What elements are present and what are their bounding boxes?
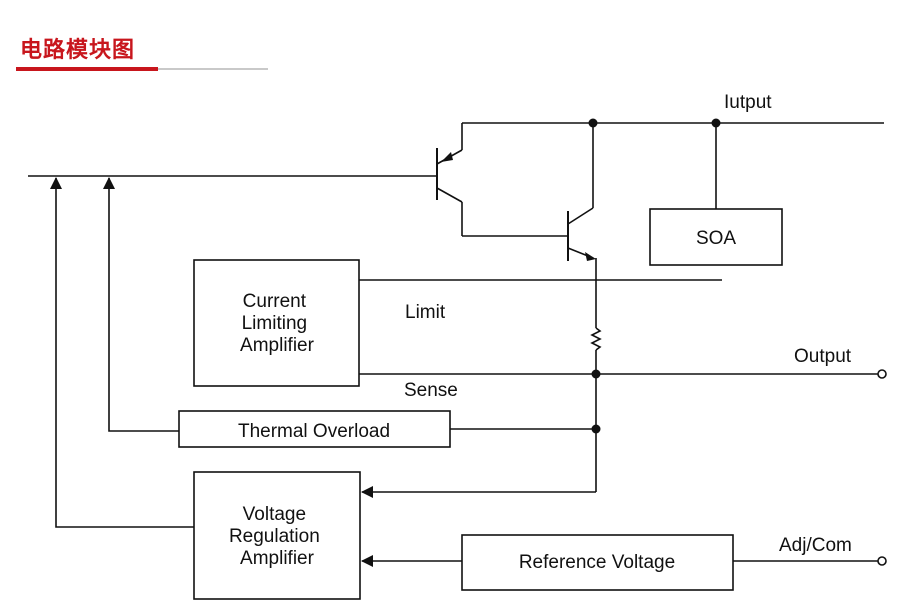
sense-resistor-icon: [590, 327, 602, 351]
sense-label: Sense: [404, 380, 458, 401]
page-title: 电路模块图: [20, 38, 136, 63]
soa-block: [649, 208, 783, 266]
limit-label: Limit: [405, 302, 446, 323]
adj-com-terminal-icon: [877, 556, 887, 566]
reference-voltage-block: [461, 534, 734, 591]
voltage-regulation-amplifier-label: Voltage Regulation Amplifier: [229, 504, 325, 569]
input-label: Iutput: [724, 92, 772, 113]
soa-label: SOA: [696, 228, 736, 249]
title-underline-accent: [16, 67, 158, 71]
current-limiting-amplifier-label: Current Limiting Amplifier: [240, 291, 315, 356]
regulation-feedback-wire: [50, 177, 194, 528]
junction-dot: [591, 424, 601, 434]
current-limiting-amplifier-block: [193, 259, 360, 387]
adj-com-label: Adj/Com: [779, 535, 852, 556]
thermal-overload-label: Thermal Overload: [238, 421, 390, 442]
output-terminal-icon: [877, 369, 887, 379]
transistor-q1-icon: [436, 123, 463, 236]
title-underline: [158, 68, 268, 70]
junction-dot: [591, 369, 601, 379]
transistor-q2-icon: [567, 123, 596, 261]
junction-dot: [588, 118, 598, 128]
voltage-regulation-amplifier-block: [193, 471, 361, 600]
output-label: Output: [794, 346, 852, 367]
thermal-feedback-wire: [103, 177, 179, 432]
reference-voltage-label: Reference Voltage: [519, 552, 675, 573]
